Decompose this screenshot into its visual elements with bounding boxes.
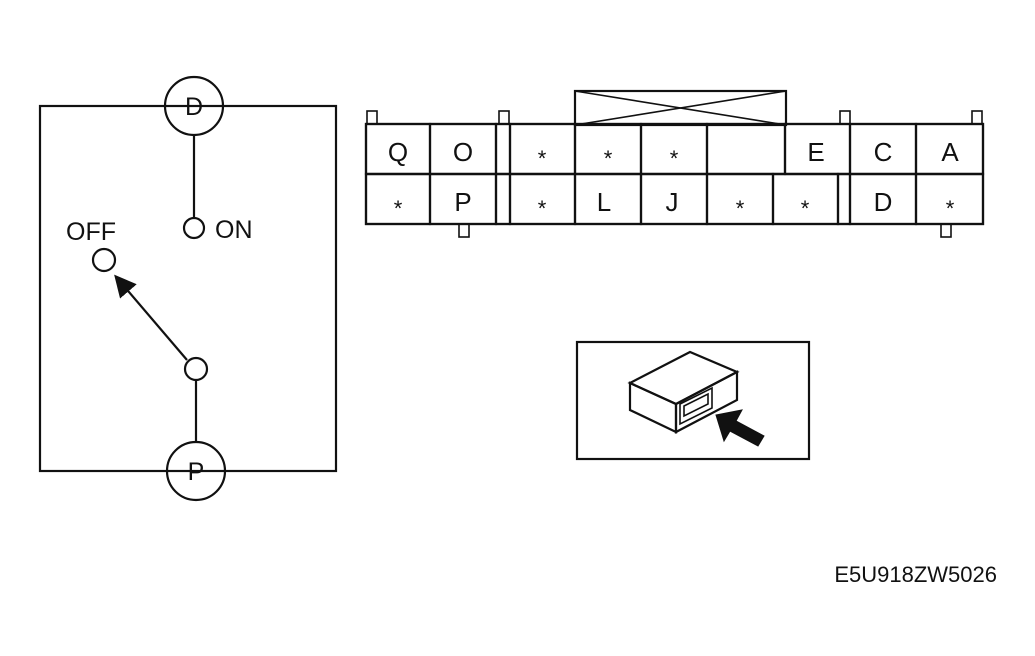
connector-view-inset	[575, 340, 811, 461]
pin-label: J	[666, 187, 679, 217]
pin-label: *	[538, 146, 547, 171]
contact-off-label: OFF	[66, 218, 116, 246]
hatched-cavity	[705, 122, 787, 176]
contact-off	[91, 247, 117, 273]
connector-bottom-row: * P * L J * * D *	[364, 172, 985, 226]
inset-frame	[575, 340, 811, 461]
figure-code: E5U918ZW5026	[834, 562, 997, 587]
connector-top-row: Q O * * * E C A	[364, 122, 985, 176]
contact-on	[182, 216, 206, 240]
tab	[971, 110, 983, 125]
pin-label: C	[874, 137, 893, 167]
pin-label: O	[453, 137, 473, 167]
hatched-key	[836, 172, 852, 226]
view-direction-arrow-icon	[715, 409, 765, 447]
hatched-key	[494, 172, 512, 226]
pin-cell	[914, 172, 985, 226]
pin-label: *	[538, 196, 547, 221]
pin-label: A	[941, 137, 959, 167]
connector-block-icon	[627, 350, 740, 434]
tab	[839, 110, 851, 125]
contact-on-label: ON	[215, 216, 253, 244]
terminal-d-label: D	[185, 93, 203, 121]
pin-label: *	[801, 196, 810, 221]
tab	[940, 223, 952, 238]
switch-arm-arrow	[114, 274, 188, 361]
pin-label: E	[807, 137, 824, 167]
connector-face: Q O * * * E C A * P *	[364, 89, 985, 238]
pin-label: *	[604, 146, 613, 171]
tab	[366, 110, 378, 125]
switch-pivot	[183, 356, 209, 382]
pin-label: Q	[388, 137, 408, 167]
switch-diagram: D ON OFF P	[38, 75, 338, 502]
pin-label: *	[394, 196, 403, 221]
pin-label: L	[597, 187, 611, 217]
switch-outline	[38, 104, 338, 473]
pin-label: P	[454, 187, 471, 217]
pin-label: *	[736, 196, 745, 221]
pin-label: D	[874, 187, 893, 217]
tab	[458, 223, 470, 238]
pin-label: *	[670, 146, 679, 171]
terminal-p	[165, 440, 227, 502]
terminal-p-label: P	[188, 458, 205, 486]
pin-label: *	[946, 196, 955, 221]
tab	[498, 110, 510, 125]
hatched-key	[494, 122, 512, 176]
